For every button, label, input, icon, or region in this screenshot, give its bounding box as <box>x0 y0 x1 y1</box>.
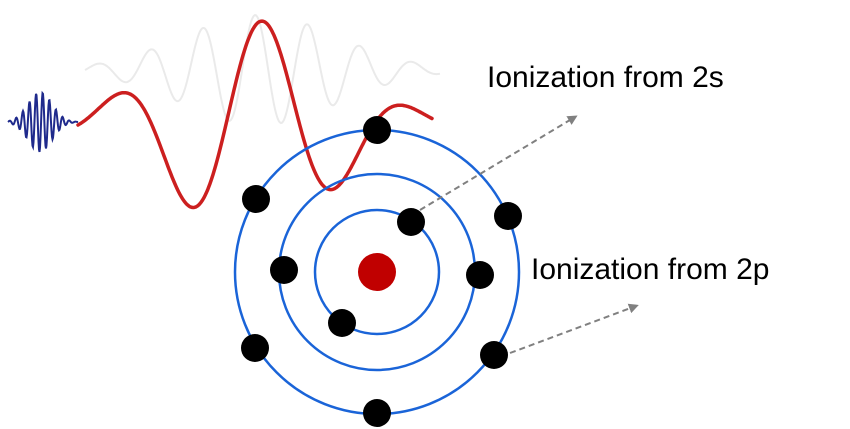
electron-outer-a <box>363 116 391 144</box>
label-ionization-2p: Ionization from 2p <box>531 253 770 286</box>
electron-outer-c <box>494 202 522 230</box>
arrow-ionization-2s <box>419 115 578 211</box>
electron-outer-f <box>363 399 391 427</box>
ghost-waveform <box>84 14 441 125</box>
arrow-ionization-2p <box>509 303 639 354</box>
electron-outer-b <box>242 185 270 213</box>
electron-1s-a <box>397 208 425 236</box>
electron-middle-b <box>466 261 494 289</box>
electron-1s-b <box>328 309 356 337</box>
nucleus <box>358 253 396 291</box>
electron-middle-a <box>270 256 298 284</box>
ir-pulse-waveform <box>76 19 434 210</box>
label-ionization-2s: Ionization from 2s <box>487 61 724 94</box>
electron-outer-d <box>241 334 269 362</box>
xuv-pulse-waveform <box>7 90 79 153</box>
electron-outer-e <box>480 341 508 369</box>
inner-orbit <box>313 208 441 336</box>
